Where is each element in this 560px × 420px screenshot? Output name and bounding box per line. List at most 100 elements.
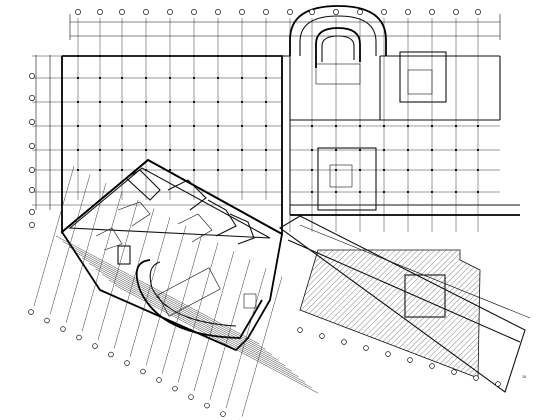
- grid-bubble: [473, 375, 479, 381]
- grid-bubbles-top: [75, 9, 481, 15]
- grid-bubble: [188, 394, 194, 400]
- wing-grid-line: [161, 233, 203, 375]
- column: [145, 169, 147, 171]
- grid-bubble: [341, 339, 347, 345]
- column: [121, 125, 123, 127]
- wing-grid-line: [33, 165, 75, 307]
- column: [99, 149, 101, 151]
- wing-grid-line: [113, 208, 155, 349]
- column: [99, 77, 101, 79]
- grid-bubble: [429, 363, 435, 369]
- column: [359, 125, 361, 127]
- wing-grid-line: [62, 241, 266, 350]
- column: [477, 125, 479, 127]
- left-dimension-lines: [35, 55, 51, 210]
- grid-bubble: [475, 9, 481, 15]
- column: [431, 149, 433, 151]
- column: [407, 191, 409, 193]
- grid-bubble: [429, 9, 435, 15]
- grid-bubble: [140, 368, 146, 375]
- column: [99, 101, 101, 103]
- column: [407, 149, 409, 151]
- wing-grid-line: [88, 263, 293, 372]
- column: [121, 169, 123, 171]
- column: [359, 169, 361, 171]
- grid-bubble: [215, 9, 221, 15]
- column: [359, 191, 361, 193]
- column: [193, 77, 195, 79]
- column: [477, 149, 479, 151]
- grid-bubble: [381, 9, 387, 15]
- wing-grid-line: [49, 174, 91, 315]
- column: [169, 55, 171, 57]
- column: [99, 125, 101, 127]
- column: [477, 169, 479, 171]
- column: [145, 55, 147, 57]
- grid-bubble: [29, 222, 35, 228]
- column: [431, 169, 433, 171]
- column: [265, 55, 267, 57]
- structural-columns: [77, 55, 479, 193]
- column: [77, 169, 79, 171]
- wing-grid-line: [55, 235, 260, 345]
- grid-bubble: [29, 209, 35, 215]
- column: [265, 77, 267, 79]
- column: [241, 149, 243, 151]
- column: [217, 55, 219, 57]
- column: [217, 149, 219, 151]
- column: [77, 125, 79, 127]
- column: [77, 77, 79, 79]
- wing-grid-line: [95, 268, 299, 378]
- column: [121, 77, 123, 79]
- column: [193, 149, 195, 151]
- column: [169, 77, 171, 79]
- grid-bubble: [60, 326, 66, 332]
- wing-grid-line: [145, 225, 187, 366]
- grid-bubble: [191, 9, 197, 15]
- column: [383, 125, 385, 127]
- grid-bubble: [453, 9, 459, 15]
- grid-bubble: [108, 351, 114, 358]
- ramp-curve: [289, 5, 387, 85]
- wing-grid-line: [193, 251, 235, 392]
- grid-bubble: [92, 343, 98, 349]
- column: [77, 101, 79, 103]
- column: [383, 191, 385, 193]
- column: [431, 125, 433, 127]
- grid-bubble: [204, 402, 210, 409]
- wing-grid-line: [65, 182, 107, 324]
- column: [145, 149, 147, 151]
- wing-grid-line: [81, 191, 123, 332]
- grid-bubble: [76, 334, 82, 341]
- column: [99, 169, 101, 171]
- wing-grid-line: [115, 285, 319, 394]
- grid-bubble: [451, 369, 457, 375]
- wing-grid-line: [108, 279, 312, 388]
- column: [241, 125, 243, 127]
- wing-grid-line: [101, 274, 306, 383]
- column: [241, 77, 243, 79]
- column: [335, 169, 337, 171]
- column: [169, 101, 171, 103]
- column: [99, 55, 101, 57]
- column: [217, 125, 219, 127]
- grid-bubble: [167, 9, 173, 15]
- column: [145, 125, 147, 127]
- column: [311, 149, 313, 151]
- column: [193, 169, 195, 171]
- column: [311, 125, 313, 127]
- column: [145, 77, 147, 79]
- column: [241, 169, 243, 171]
- column: [359, 149, 361, 151]
- grid-bubble: [363, 345, 369, 351]
- wing-grid-line: [75, 252, 279, 361]
- grid-bubble: [407, 357, 413, 363]
- column: [265, 169, 267, 171]
- column: [121, 55, 123, 57]
- column: [121, 149, 123, 151]
- grid-bubble: [28, 309, 34, 315]
- column: [169, 125, 171, 127]
- column: [193, 55, 195, 57]
- grid-bubble: [319, 333, 325, 339]
- grid-bubble: [124, 360, 130, 366]
